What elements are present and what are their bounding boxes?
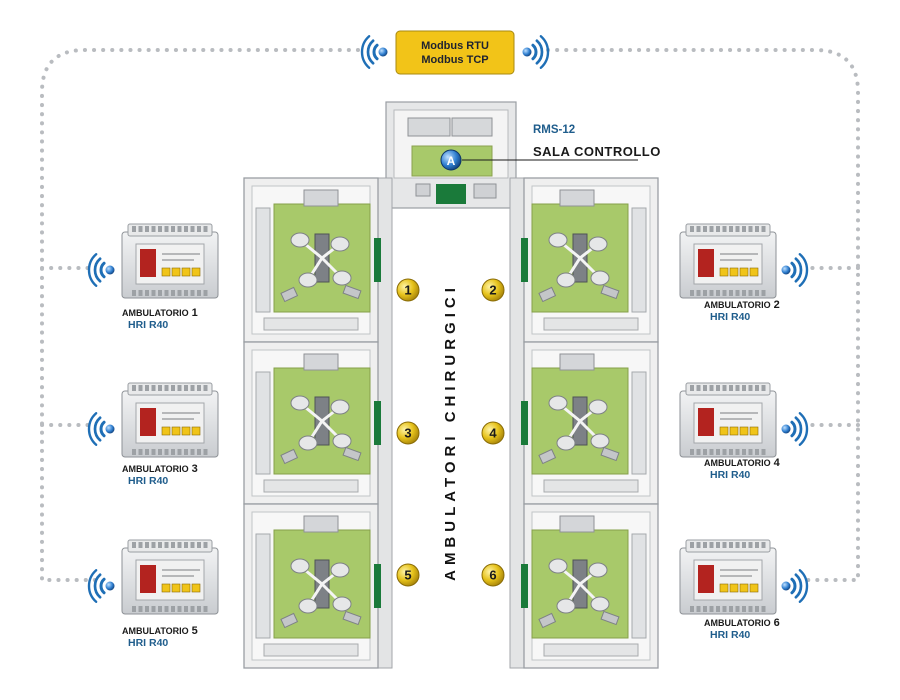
building-floorplan: A 1 2 3 4 5 6 — [243, 101, 659, 669]
room-number-label: 6 — [489, 568, 496, 583]
corridor-label: AMBULATORI CHIRURGICI — [442, 283, 459, 581]
device-room-number: 4 — [774, 457, 781, 469]
device-room-name: AMBULATORIO — [122, 626, 189, 636]
control-room-name: SALA CONTROLLO — [533, 144, 661, 159]
control-room-model: RMS-12 — [533, 124, 575, 136]
room-door — [374, 401, 381, 445]
operating-room-3: 3 — [243, 341, 420, 505]
device-display — [140, 408, 156, 436]
device-model: HRI R40 — [128, 319, 168, 331]
device-wireless-icon — [87, 412, 115, 446]
device-room-number: 1 — [192, 307, 198, 319]
device-room-number: 6 — [774, 617, 780, 629]
device-model: HRI R40 — [710, 311, 750, 323]
device-model: HRI R40 — [128, 637, 168, 649]
room-number-label: 2 — [489, 283, 496, 298]
operating-room-4: 4 — [481, 341, 659, 505]
operating-room-6: 6 — [481, 503, 659, 669]
device-model: HRI R40 — [710, 469, 750, 481]
gateway-line-1: Modbus RTU — [421, 40, 489, 52]
device-room-number: 2 — [774, 299, 780, 311]
gateway-wireless-right-icon — [522, 35, 550, 69]
room-number-label: 3 — [404, 426, 411, 441]
control-room-door — [436, 184, 466, 204]
gateway-wireless-left-icon — [360, 35, 388, 69]
room-number-label: 5 — [404, 568, 411, 583]
modbus-gateway: Modbus RTU Modbus TCP — [360, 30, 550, 75]
device-room-name: AMBULATORIO — [704, 458, 771, 468]
device-wireless-icon — [87, 253, 115, 287]
bus-right — [546, 48, 860, 582]
bus-left — [40, 48, 360, 582]
network-bus — [40, 48, 860, 582]
device-room-number: 3 — [192, 463, 198, 475]
device-display — [140, 565, 156, 593]
room-number-badge — [481, 563, 505, 587]
room-number-label: 1 — [404, 283, 411, 298]
device-model: HRI R40 — [128, 475, 168, 487]
room-door — [521, 238, 528, 282]
device-room-name: AMBULATORIO — [122, 308, 189, 318]
device-wireless-icon — [781, 569, 809, 603]
device-wireless-icon — [781, 412, 809, 446]
room-door — [521, 401, 528, 445]
device-display — [140, 249, 156, 277]
device-display — [698, 408, 714, 436]
device-room-name: AMBULATORIO — [704, 300, 771, 310]
control-room-marker — [440, 149, 462, 171]
room-number-badge — [396, 278, 420, 302]
device-display — [698, 565, 714, 593]
room-door — [374, 564, 381, 608]
operating-room-1: 1 — [243, 177, 420, 343]
gateway-box — [395, 30, 515, 75]
operating-room-5: 5 — [243, 503, 420, 669]
room-number-badge — [396, 563, 420, 587]
room-number-label: 4 — [489, 426, 497, 441]
room-number-badge — [396, 421, 420, 445]
device-wireless-icon — [87, 569, 115, 603]
room-number-badge — [481, 278, 505, 302]
room-door — [374, 238, 381, 282]
gateway-line-2: Modbus TCP — [421, 54, 488, 66]
device-display — [698, 249, 714, 277]
control-room-marker-label: A — [447, 154, 456, 168]
room-door — [521, 564, 528, 608]
device-room-name: AMBULATORIO — [122, 464, 189, 474]
room-number-badge — [481, 421, 505, 445]
device-room-number: 5 — [192, 625, 198, 637]
operating-room-2: 2 — [481, 177, 659, 343]
device-wireless-icon — [781, 253, 809, 287]
device-model: HRI R40 — [710, 629, 750, 641]
device-room-name: AMBULATORIO — [704, 618, 771, 628]
